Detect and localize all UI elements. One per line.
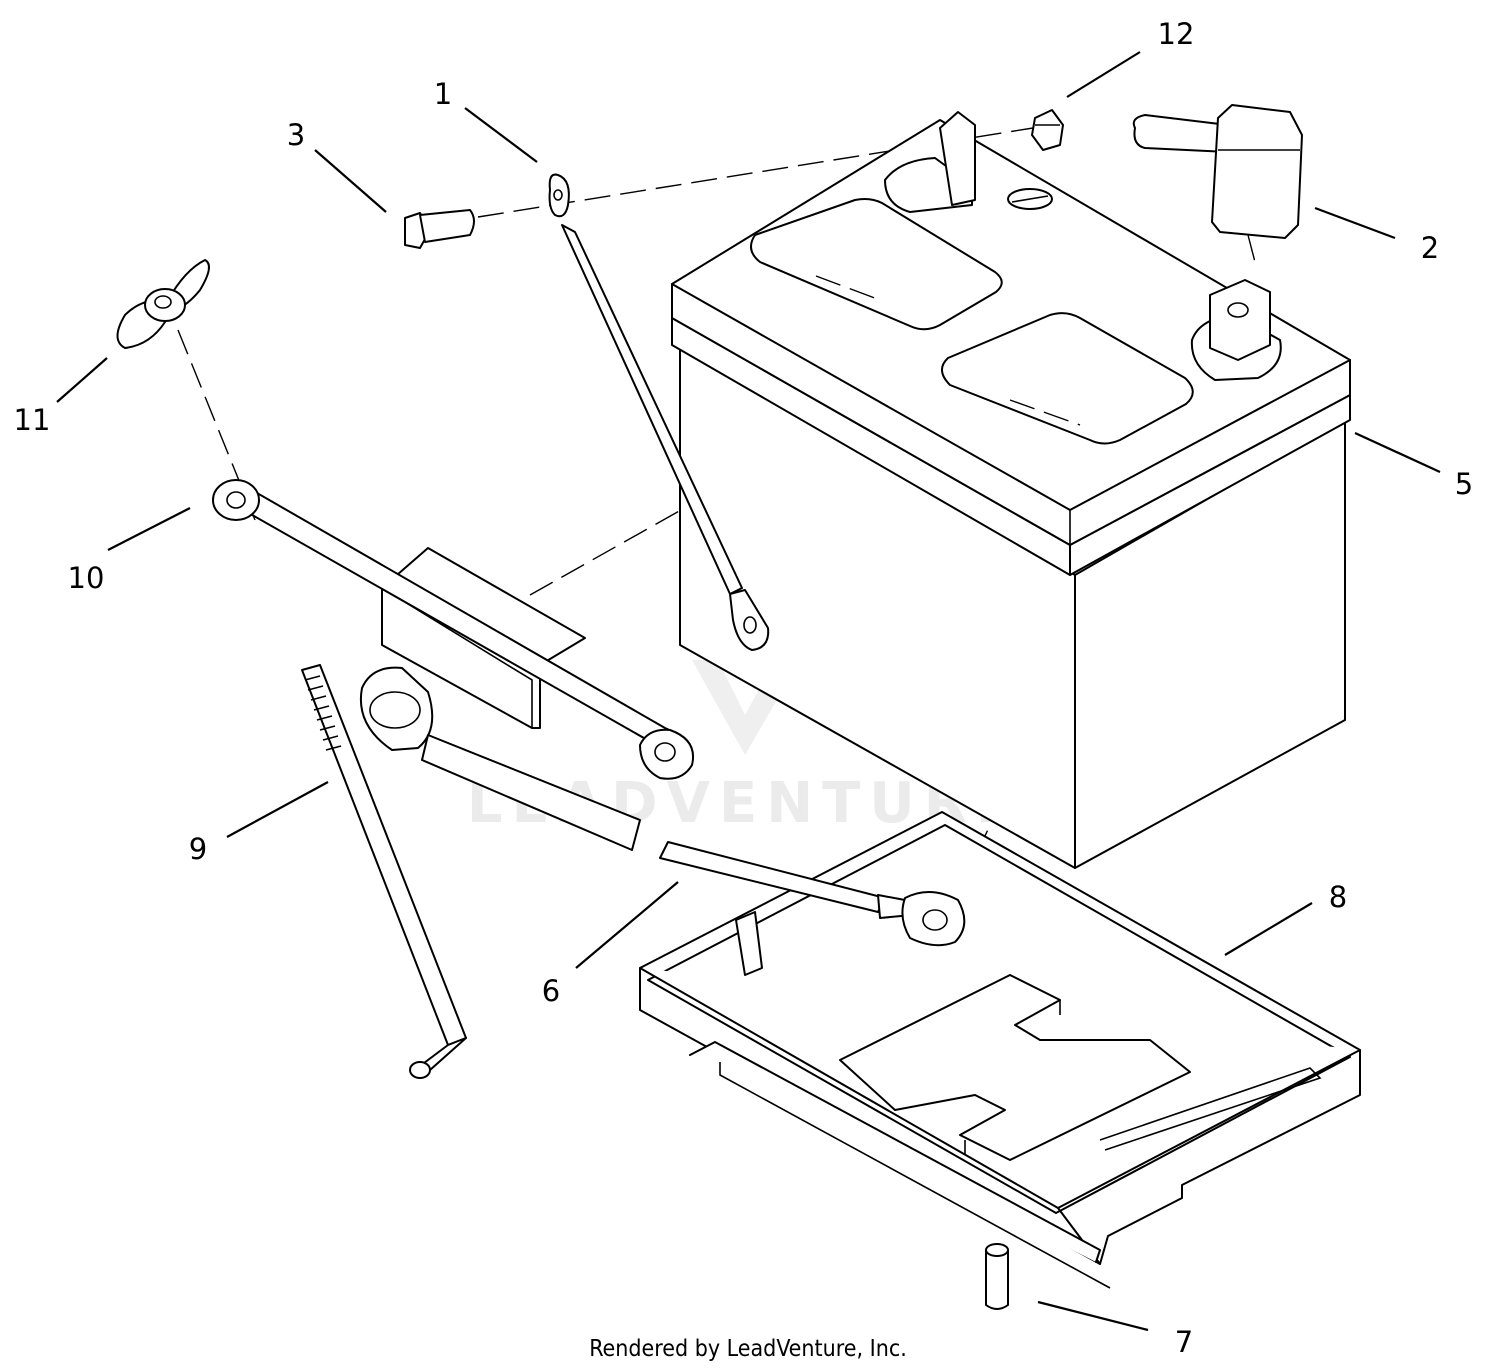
callout-10: 10 bbox=[68, 561, 105, 595]
battery-tray bbox=[639, 811, 1361, 1289]
callout-3: 3 bbox=[287, 118, 305, 152]
terminal-nut bbox=[1031, 109, 1064, 151]
callout-9: 9 bbox=[189, 832, 207, 866]
callouts: 1 2 3 5 6 7 8 9 10 11 12 bbox=[14, 17, 1474, 1359]
callout-6: 6 bbox=[542, 974, 560, 1008]
terminal-boot bbox=[1132, 104, 1303, 239]
spacer-tube bbox=[985, 1243, 1009, 1310]
callout-7: 7 bbox=[1175, 1325, 1193, 1359]
battery bbox=[671, 111, 1351, 869]
wing-nut bbox=[116, 259, 210, 349]
negative-cable bbox=[548, 173, 770, 651]
hold-down-bracket bbox=[212, 479, 694, 780]
terminal-bolt bbox=[404, 209, 475, 249]
callout-5: 5 bbox=[1455, 467, 1473, 501]
callout-12: 12 bbox=[1158, 17, 1195, 51]
footer-credit: Rendered by LeadVenture, Inc. bbox=[589, 1336, 907, 1362]
callout-1: 1 bbox=[434, 77, 452, 111]
leader-lines bbox=[56, 51, 1441, 1332]
positive-cable bbox=[359, 666, 966, 947]
j-bolt bbox=[301, 664, 467, 1079]
callout-8: 8 bbox=[1329, 880, 1347, 914]
callout-11: 11 bbox=[14, 403, 51, 437]
callout-2: 2 bbox=[1421, 231, 1439, 265]
